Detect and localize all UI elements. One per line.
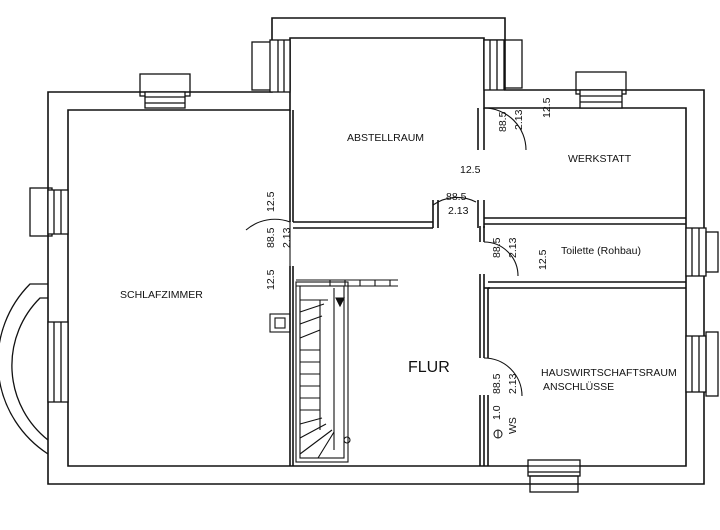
dim-88-5-schlaf: 88.5 xyxy=(265,227,277,248)
room-label-hauswirtschaftsraum: HAUSWIRTSCHAFTSRAUM xyxy=(541,367,677,379)
room-label-abstellraum: ABSTELLRAUM xyxy=(347,132,424,144)
room-label-toilette: Toilette (Rohbau) xyxy=(561,245,641,257)
interior-walls xyxy=(289,108,686,466)
dim-2-13-schlaf: 2.13 xyxy=(281,227,293,248)
dim-1-0-hwr: 1.0 xyxy=(491,405,503,420)
dim-2-13-toilette: 2.13 xyxy=(507,237,519,258)
windows xyxy=(0,39,719,493)
ws-label: WS xyxy=(507,417,519,434)
dim-88-5-toilette: 88.5 xyxy=(491,237,503,258)
dim-2-13-abstell: 2.13 xyxy=(448,205,469,217)
dim-12-5-schlaf-bottom: 12.5 xyxy=(265,269,277,290)
dim-2-13-werkstatt: 2.13 xyxy=(513,109,525,130)
doors xyxy=(245,107,527,397)
room-label-flur: FLUR xyxy=(408,359,450,376)
dim-12-5-werkstatt: 12.5 xyxy=(541,97,553,118)
dim-88-5-werkstatt: 88.5 xyxy=(497,111,509,132)
room-label-schlafzimmer: SCHLAFZIMMER xyxy=(120,289,203,301)
dim-12-5-schlaf-top: 12.5 xyxy=(265,191,277,212)
room-label-anschluesse: ANSCHLÜSSE xyxy=(543,381,614,393)
dim-88-5-hwr: 88.5 xyxy=(491,373,503,394)
dim-12-5-abstell: 12.5 xyxy=(460,164,481,176)
dim-88-5-abstell: 88.5 xyxy=(446,191,467,203)
dim-12-5-toilette: 12.5 xyxy=(537,249,549,270)
dim-2-13-hwr: 2.13 xyxy=(507,373,519,394)
staircase xyxy=(269,279,398,463)
room-label-werkstatt: WERKSTATT xyxy=(568,153,632,165)
ws-connection-symbol xyxy=(493,429,503,439)
